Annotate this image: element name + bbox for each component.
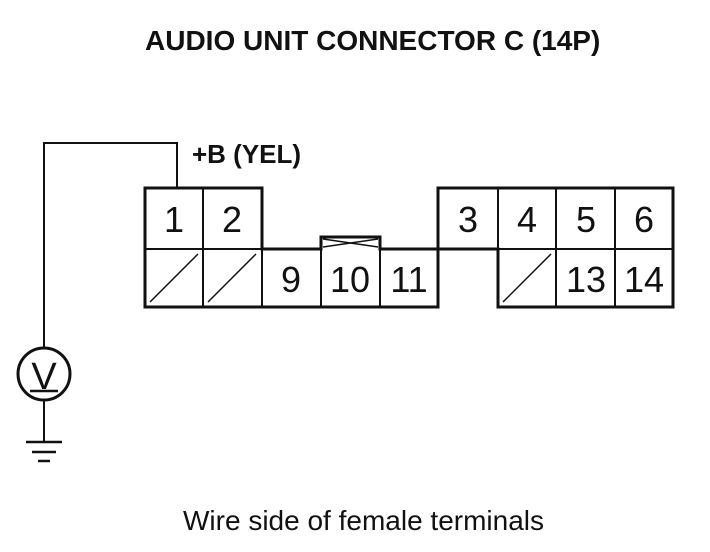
pin-9: 9 [281, 259, 301, 300]
pin-numbers: 1 2 3 4 5 6 9 10 11 13 14 [164, 199, 664, 300]
pin-13: 13 [566, 259, 606, 300]
ground-icon [26, 400, 62, 463]
pin-5: 5 [576, 199, 596, 240]
pin-14: 14 [624, 259, 664, 300]
pin-4: 4 [517, 199, 537, 240]
connector-outline [143, 186, 675, 309]
diagram-title: AUDIO UNIT CONNECTOR C (14P) [145, 25, 600, 56]
locking-tab [322, 238, 379, 248]
probe-wire [43, 142, 178, 349]
unused-terminal-marks [149, 253, 552, 303]
pin-10: 10 [330, 259, 370, 300]
diagram-caption: Wire side of female terminals [183, 505, 544, 536]
terminal-dividers [145, 188, 673, 307]
pin-11: 11 [390, 259, 427, 300]
pin-1: 1 [164, 199, 184, 240]
pin-6: 6 [634, 199, 654, 240]
voltmeter-icon: V [16, 346, 72, 402]
wire-label: +B (YEL) [192, 139, 301, 169]
pin-2: 2 [222, 199, 242, 240]
pin-3: 3 [458, 199, 478, 240]
